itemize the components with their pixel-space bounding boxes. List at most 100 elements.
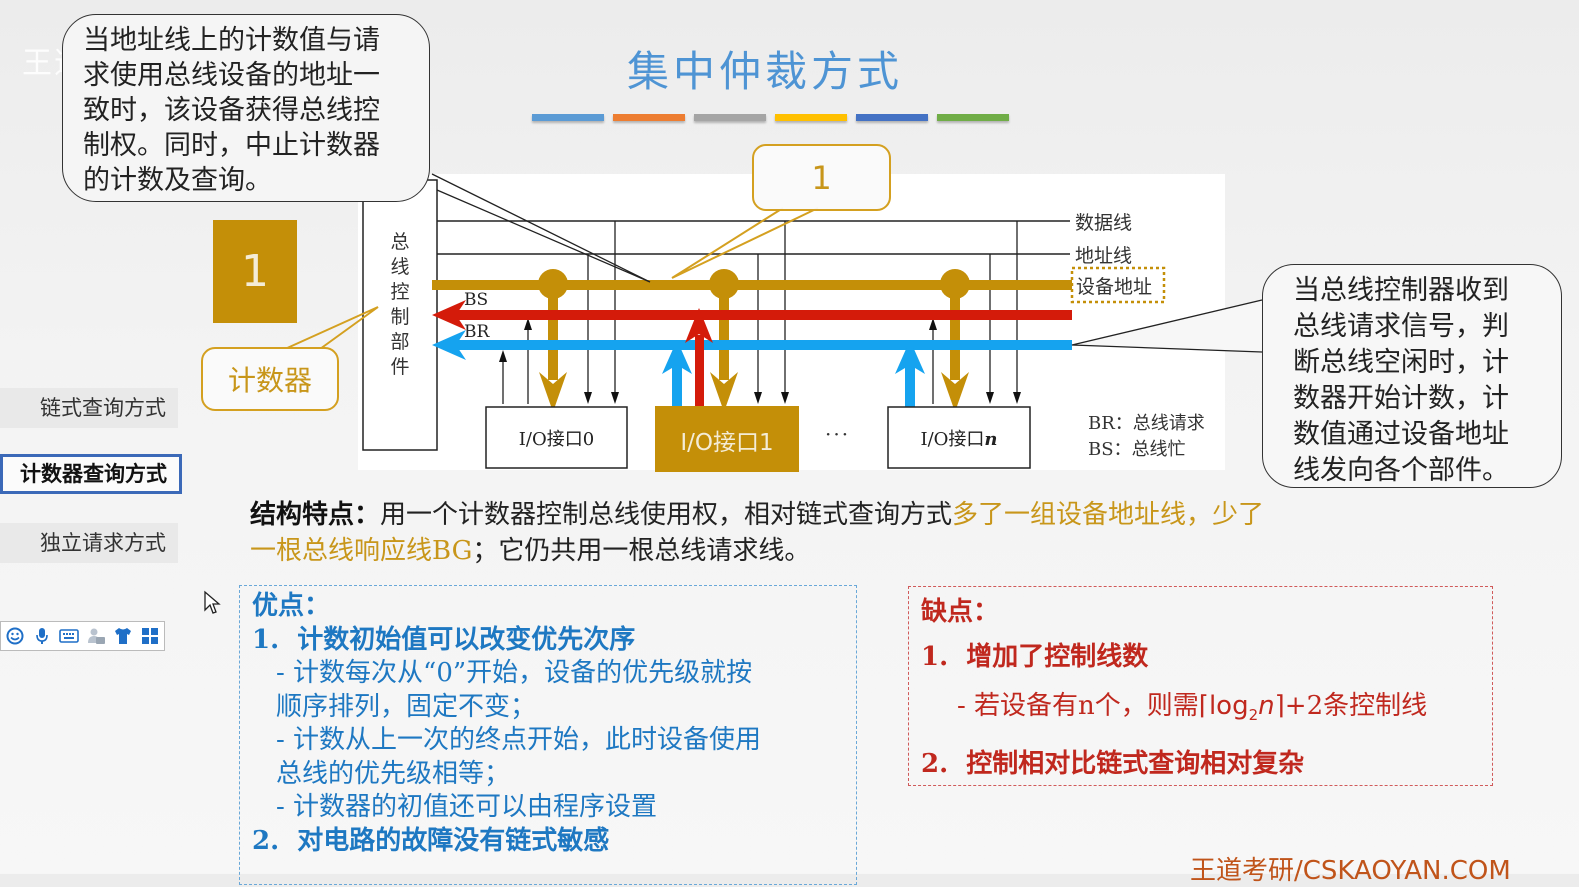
callout-line: 致时，该设备获得总线控 [83,95,380,126]
item-number: 2. [921,749,949,780]
advantage-detail: 总线的优先级相等； [276,758,511,789]
structure-highlight: 多了一组设备地址线，少了一根总线响应线BG [250,500,1265,566]
structure-features: 结构特点：用一个计数器控制总线使用权，相对链式查询方式多了一组设备地址线，少了一… [250,497,1290,569]
address-line-label: 地址线 [1075,245,1133,267]
item-number: 1. [921,642,949,672]
io-interface-n-box [887,406,1031,469]
advantage-detail: - 计数从上一次的终点开始，此时设备使用 [276,725,762,755]
bus-junction-1 [709,269,739,299]
bus-controller-box [362,179,438,451]
item-number: 2. [252,825,280,856]
callout-line: 数值通过设备地址 [1293,419,1509,450]
controller-char: 控 [390,281,410,303]
advantage-detail: - 计数每次从“0”开始，设备的优先级就按 [276,658,753,688]
callout-line: 数器开始计数，计 [1293,383,1509,414]
item-number: 1. [252,624,280,655]
color-bar-segment [613,114,685,121]
sidebar-item-independent-request[interactable]: 独立请求方式 [0,523,178,563]
advantage-item: 2. 对电路的故障没有链式敏感 [252,825,856,859]
legend-key: BR： [1088,413,1133,434]
advantages-heading: 优点： [252,591,331,621]
color-bar-segment [937,114,1009,121]
disadvantage-item: 2. 控制相对比链式查询相对复杂 [921,740,1492,789]
device-address-label: 设备地址 [1076,276,1153,298]
mouse-cursor-icon [204,590,221,614]
right-callout-pointer [1071,299,1263,353]
detail-suffix: +2条控制线 [1284,691,1428,721]
disadvantage-item: 1. 增加了控制线数 [921,633,1492,682]
bs-label: BS [464,290,489,310]
slide-title: 集中仲裁方式 [626,47,903,96]
color-bar-segment [694,114,766,121]
right-callout: 当总线控制器收到 总线请求信号，判 断总线空闲时，计 数器开始计数，计 数值通过… [1262,264,1562,488]
callout-line: 的计数及查询。 [83,165,272,196]
disadvantage-detail: - 若设备有n个，则需⌈log2n⌉+2条控制线 [921,682,1492,740]
item-title: 对电路的故障没有链式敏感 [297,825,610,856]
legend-value: 总线请求 [1132,413,1205,434]
io-interface-1-label: I/O接口1 [680,430,774,456]
br-label: BR [464,322,490,342]
ceil-open: ⌈ [1198,691,1209,721]
counter-label-callout: 计数器 [201,347,339,411]
address-value-callout: 1 [752,144,891,211]
user-badge-icon[interactable] [86,626,106,646]
keyboard-icon[interactable] [59,626,79,646]
structure-text-end: ；它仍共用一根总线请求线。 [472,536,811,566]
emoji-icon[interactable] [5,626,25,646]
callout-line: 断总线空闲时，计 [1293,347,1509,378]
sidebar-item-counter-polling[interactable]: 计数器查询方式 [0,454,182,494]
io-interface-n-text: I/O接口 [920,429,985,450]
signal-legend: BR：总线请求 BS：总线忙 [1088,411,1205,463]
callout-line: 当总线控制器收到 [1293,275,1509,306]
advantage-detail: - 计数器的初值还可以由程序设置 [276,792,658,822]
skin-icon[interactable] [113,626,133,646]
data-line-label: 数据线 [1075,212,1133,234]
gold-down-arrows [539,285,969,412]
callout-line: 当地址线上的计数值与请 [83,25,380,56]
microphone-icon[interactable] [32,626,52,646]
bs-arrowhead [432,300,466,330]
callout-line: 求使用总线设备的地址一 [83,60,380,91]
br-arrowhead [432,330,466,360]
controller-char: 线 [390,256,410,278]
log-text: log [1208,691,1249,721]
grid-icon[interactable] [140,626,160,646]
io-interface-n-suffix: n [984,429,998,450]
callout-line: 总线请求信号，判 [1293,311,1509,342]
legend-br: BR：总线请求 [1088,411,1205,437]
color-bar-segment [532,114,604,121]
color-bar-strip [532,114,1009,121]
advantage-item: 1. 计数初始值可以改变优先次序 [252,624,856,658]
bus-junction-n [940,269,970,299]
small-arrowheads [499,318,1021,404]
disadvantages-box: 缺点： 1. 增加了控制线数 - 若设备有n个，则需⌈log2n⌉+2条控制线 … [908,586,1493,786]
log-var: n [1258,691,1275,721]
item-title: 控制相对比链式查询相对复杂 [966,749,1305,780]
address-callout-pointer [671,207,819,279]
legend-bs: BS：总线忙 [1088,437,1205,463]
color-bar-segment [775,114,847,121]
disadvantages-heading: 缺点： [921,597,1000,627]
devicen-request-arrow [895,340,925,411]
top-left-callout-pointer [431,173,651,283]
io-interface-0-box [485,406,628,469]
controller-char: 部 [390,331,410,353]
counter-value-box: 1 [213,220,297,323]
log-formula: ⌈log2n⌉ [1198,691,1285,724]
detail-prefix: - 若设备有n个，则需 [957,691,1199,721]
structure-text: 用一个计数器控制总线使用权，相对链式查询方式 [380,500,953,530]
sidebar-item-chain-polling[interactable]: 链式查询方式 [0,388,178,428]
bus-junction-0 [538,269,568,299]
counter-callout-pointer [284,306,379,350]
device1-request-arrows [662,308,713,407]
footer-brand: 王道考研/CSKAOYAN.COM [1190,856,1511,886]
callout-line: 制权。同时，中止计数器 [83,130,380,161]
ceil-close: ⌉ [1274,691,1285,721]
controller-char: 件 [390,356,410,378]
legend-key: BS： [1088,439,1132,460]
color-bar-segment [856,114,928,121]
ime-toolbar [0,621,165,651]
io-interface-1-box [655,406,799,472]
legend-value: 总线忙 [1131,439,1186,460]
